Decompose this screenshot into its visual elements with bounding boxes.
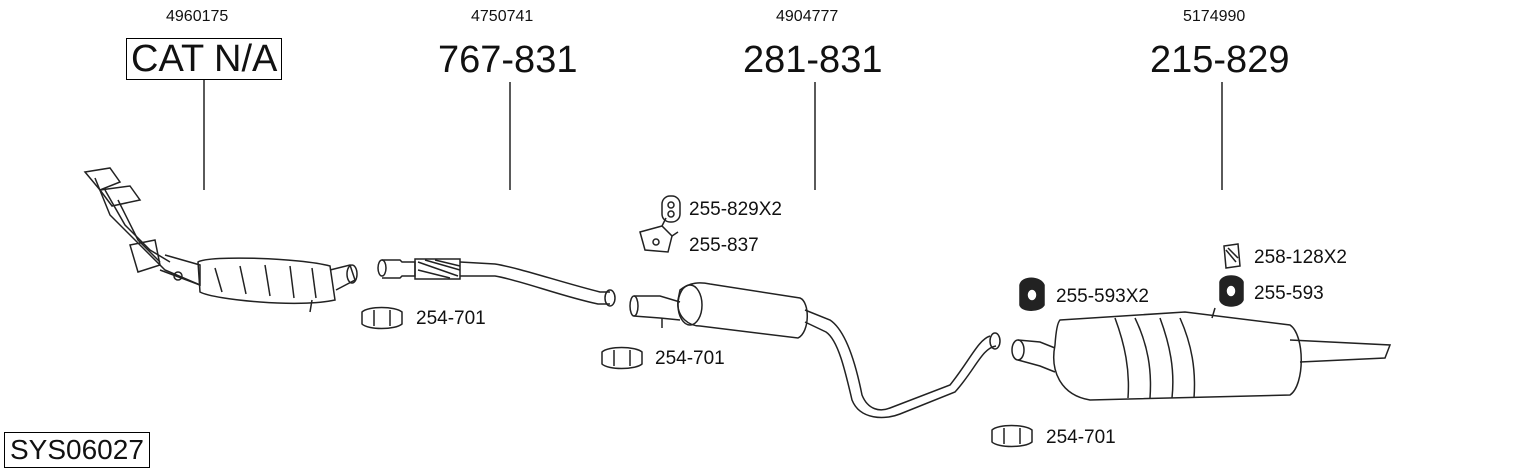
- rubber-ring-icon: [1019, 277, 1045, 311]
- rubber-hanger-icon: [661, 195, 681, 223]
- clamp-label: 254-701: [416, 308, 486, 329]
- rubber-ring-icon: [1219, 275, 1244, 307]
- part-reference-catalyst: CAT N/A: [126, 38, 283, 80]
- part-reference-front-pipe: 767-831: [438, 39, 578, 81]
- bracket-label: 258-128X2: [1254, 247, 1347, 268]
- oem-number: 4904777: [776, 8, 839, 25]
- catalyst-assembly: [83, 167, 358, 313]
- hanger-label: 255-837: [689, 235, 759, 256]
- bracket-icon: [1223, 243, 1241, 269]
- middle-silencer: [629, 282, 1001, 419]
- clamp-icon: [601, 346, 643, 370]
- oem-number: 5174990: [1183, 8, 1246, 25]
- hanger-label: 255-593X2: [1056, 286, 1149, 307]
- rear-silencer: [1011, 307, 1392, 401]
- clamp-label: 254-701: [655, 348, 725, 369]
- clamp-label: 254-701: [1046, 427, 1116, 448]
- oem-number: 4960175: [166, 8, 229, 25]
- oem-number: 4750741: [471, 8, 534, 25]
- front-pipe: [377, 258, 616, 307]
- part-reference-middle-silencer: 281-831: [743, 39, 883, 81]
- system-code: SYS06027: [4, 432, 150, 468]
- clamp-icon: [991, 424, 1033, 448]
- clamp-icon: [361, 306, 403, 330]
- part-reference-rear-silencer: 215-829: [1150, 39, 1290, 81]
- hanger-label: 255-829X2: [689, 199, 782, 220]
- hanger-plate-icon: [639, 217, 679, 253]
- hanger-label: 255-593: [1254, 283, 1324, 304]
